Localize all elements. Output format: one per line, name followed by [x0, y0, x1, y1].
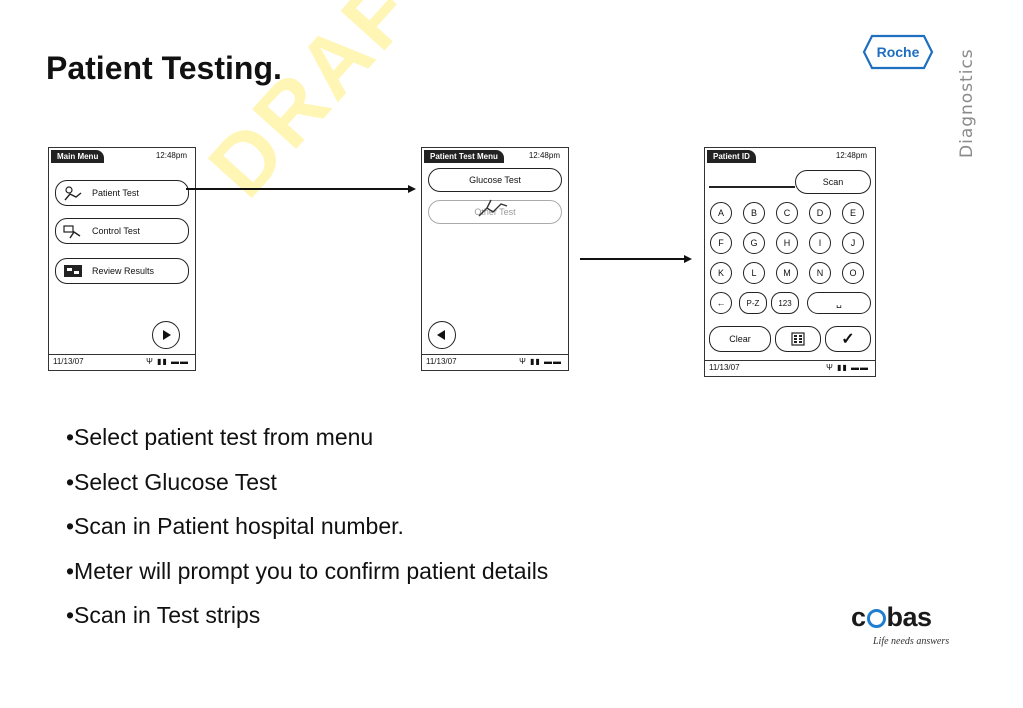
keypad-icon[interactable]: [775, 326, 821, 352]
menu-item-patient-test[interactable]: Patient Test: [55, 180, 189, 206]
key-o[interactable]: O: [842, 262, 864, 284]
instruction-list: •Select patient test from menu •Select G…: [66, 424, 548, 647]
p-z-key[interactable]: P-Z: [739, 292, 767, 314]
flow-arrow-2-head: [684, 255, 692, 263]
status-icons: Ψ ▮▮ ▬▬: [519, 357, 562, 366]
numeric-key[interactable]: 123: [771, 292, 799, 314]
main-menu-time: 12:48pm: [155, 151, 187, 160]
menu-item-review-results[interactable]: Review Results: [55, 258, 189, 284]
flow-arrow-1-head: [408, 185, 416, 193]
instruction-item: •Scan in Test strips: [66, 602, 261, 628]
key-b[interactable]: B: [743, 202, 765, 224]
key-h[interactable]: H: [776, 232, 798, 254]
scan-button[interactable]: Scan: [795, 170, 871, 194]
key-d[interactable]: D: [809, 202, 831, 224]
page-title: Patient Testing.: [46, 50, 282, 86]
menu-item-label: Review Results: [92, 266, 155, 276]
key-f[interactable]: F: [710, 232, 732, 254]
patient-test-menu-screen: Patient Test Menu 12:48pm Glucose Test O…: [421, 147, 569, 371]
roche-logo-text: Roche: [877, 44, 920, 60]
key-c[interactable]: C: [776, 202, 798, 224]
menu-item-label: Control Test: [92, 226, 140, 236]
vial-icon: [62, 223, 84, 239]
menu-item-label: Patient Test: [92, 188, 139, 198]
screen-date: 11/13/07: [426, 357, 457, 366]
results-icon: [62, 263, 84, 279]
hand-drop-icon: [62, 185, 84, 201]
key-e[interactable]: E: [842, 202, 864, 224]
cobas-word-start: c: [851, 602, 866, 632]
main-menu-header: Main Menu: [51, 150, 105, 163]
screen-date: 11/13/07: [709, 363, 740, 372]
patient-id-time: 12:48pm: [835, 151, 867, 160]
status-icons: Ψ ▮▮ ▬▬: [826, 363, 869, 372]
menu-item-glucose-test[interactable]: Glucose Test: [428, 168, 562, 192]
key-m[interactable]: M: [776, 262, 798, 284]
main-menu-screen: Main Menu 12:48pm Patient Test Control T…: [48, 147, 196, 371]
confirm-button[interactable]: ✓: [825, 326, 871, 352]
key-n[interactable]: N: [809, 262, 831, 284]
play-left-icon[interactable]: [428, 321, 456, 349]
flow-arrow-1: [186, 188, 410, 190]
clear-button[interactable]: Clear: [709, 326, 771, 352]
key-j[interactable]: J: [842, 232, 864, 254]
cobas-tagline: Life needs answers: [873, 636, 950, 647]
backspace-key[interactable]: ←: [710, 292, 732, 314]
main-menu-footer: 11/13/07 Ψ ▮▮ ▬▬: [49, 354, 195, 370]
roche-logo: Roche: [862, 34, 934, 70]
status-icons: Ψ ▮▮ ▬▬: [146, 357, 189, 366]
play-right-icon[interactable]: [152, 321, 180, 349]
cobas-word-end: bas: [886, 602, 933, 632]
instruction-item: •Select Glucose Test: [66, 468, 277, 495]
flow-arrow-2: [580, 258, 686, 260]
patient-id-header: Patient ID: [707, 150, 756, 163]
menu-item-label: Glucose Test: [469, 175, 521, 185]
space-key[interactable]: ␣: [807, 292, 871, 314]
key-i[interactable]: I: [809, 232, 831, 254]
hand-pointer-icon: [478, 199, 508, 217]
key-k[interactable]: K: [710, 262, 732, 284]
patient-test-menu-time: 12:48pm: [528, 151, 560, 160]
patient-id-footer: 11/13/07 Ψ ▮▮ ▬▬: [705, 360, 875, 376]
menu-item-label: Other Test: [474, 207, 516, 217]
patient-id-screen: Patient ID 12:48pm Scan A B C D E F G H …: [704, 147, 876, 377]
menu-item-other-test: Other Test: [428, 200, 562, 224]
menu-item-control-test[interactable]: Control Test: [55, 218, 189, 244]
key-l[interactable]: L: [743, 262, 765, 284]
patient-test-menu-header: Patient Test Menu: [424, 150, 504, 163]
screen-date: 11/13/07: [53, 357, 84, 366]
division-label: Diagnostics: [957, 48, 977, 158]
instruction-item: •Select patient test from menu: [66, 424, 374, 450]
cobas-o-icon: [866, 609, 886, 628]
patient-test-menu-footer: 11/13/07 Ψ ▮▮ ▬▬: [422, 354, 568, 370]
instruction-item: •Scan in Patient hospital number.: [66, 513, 404, 539]
key-g[interactable]: G: [743, 232, 765, 254]
instruction-item: •Meter will prompt you to confirm patien…: [66, 557, 549, 584]
patient-id-input[interactable]: [709, 186, 795, 188]
key-a[interactable]: A: [710, 202, 732, 224]
